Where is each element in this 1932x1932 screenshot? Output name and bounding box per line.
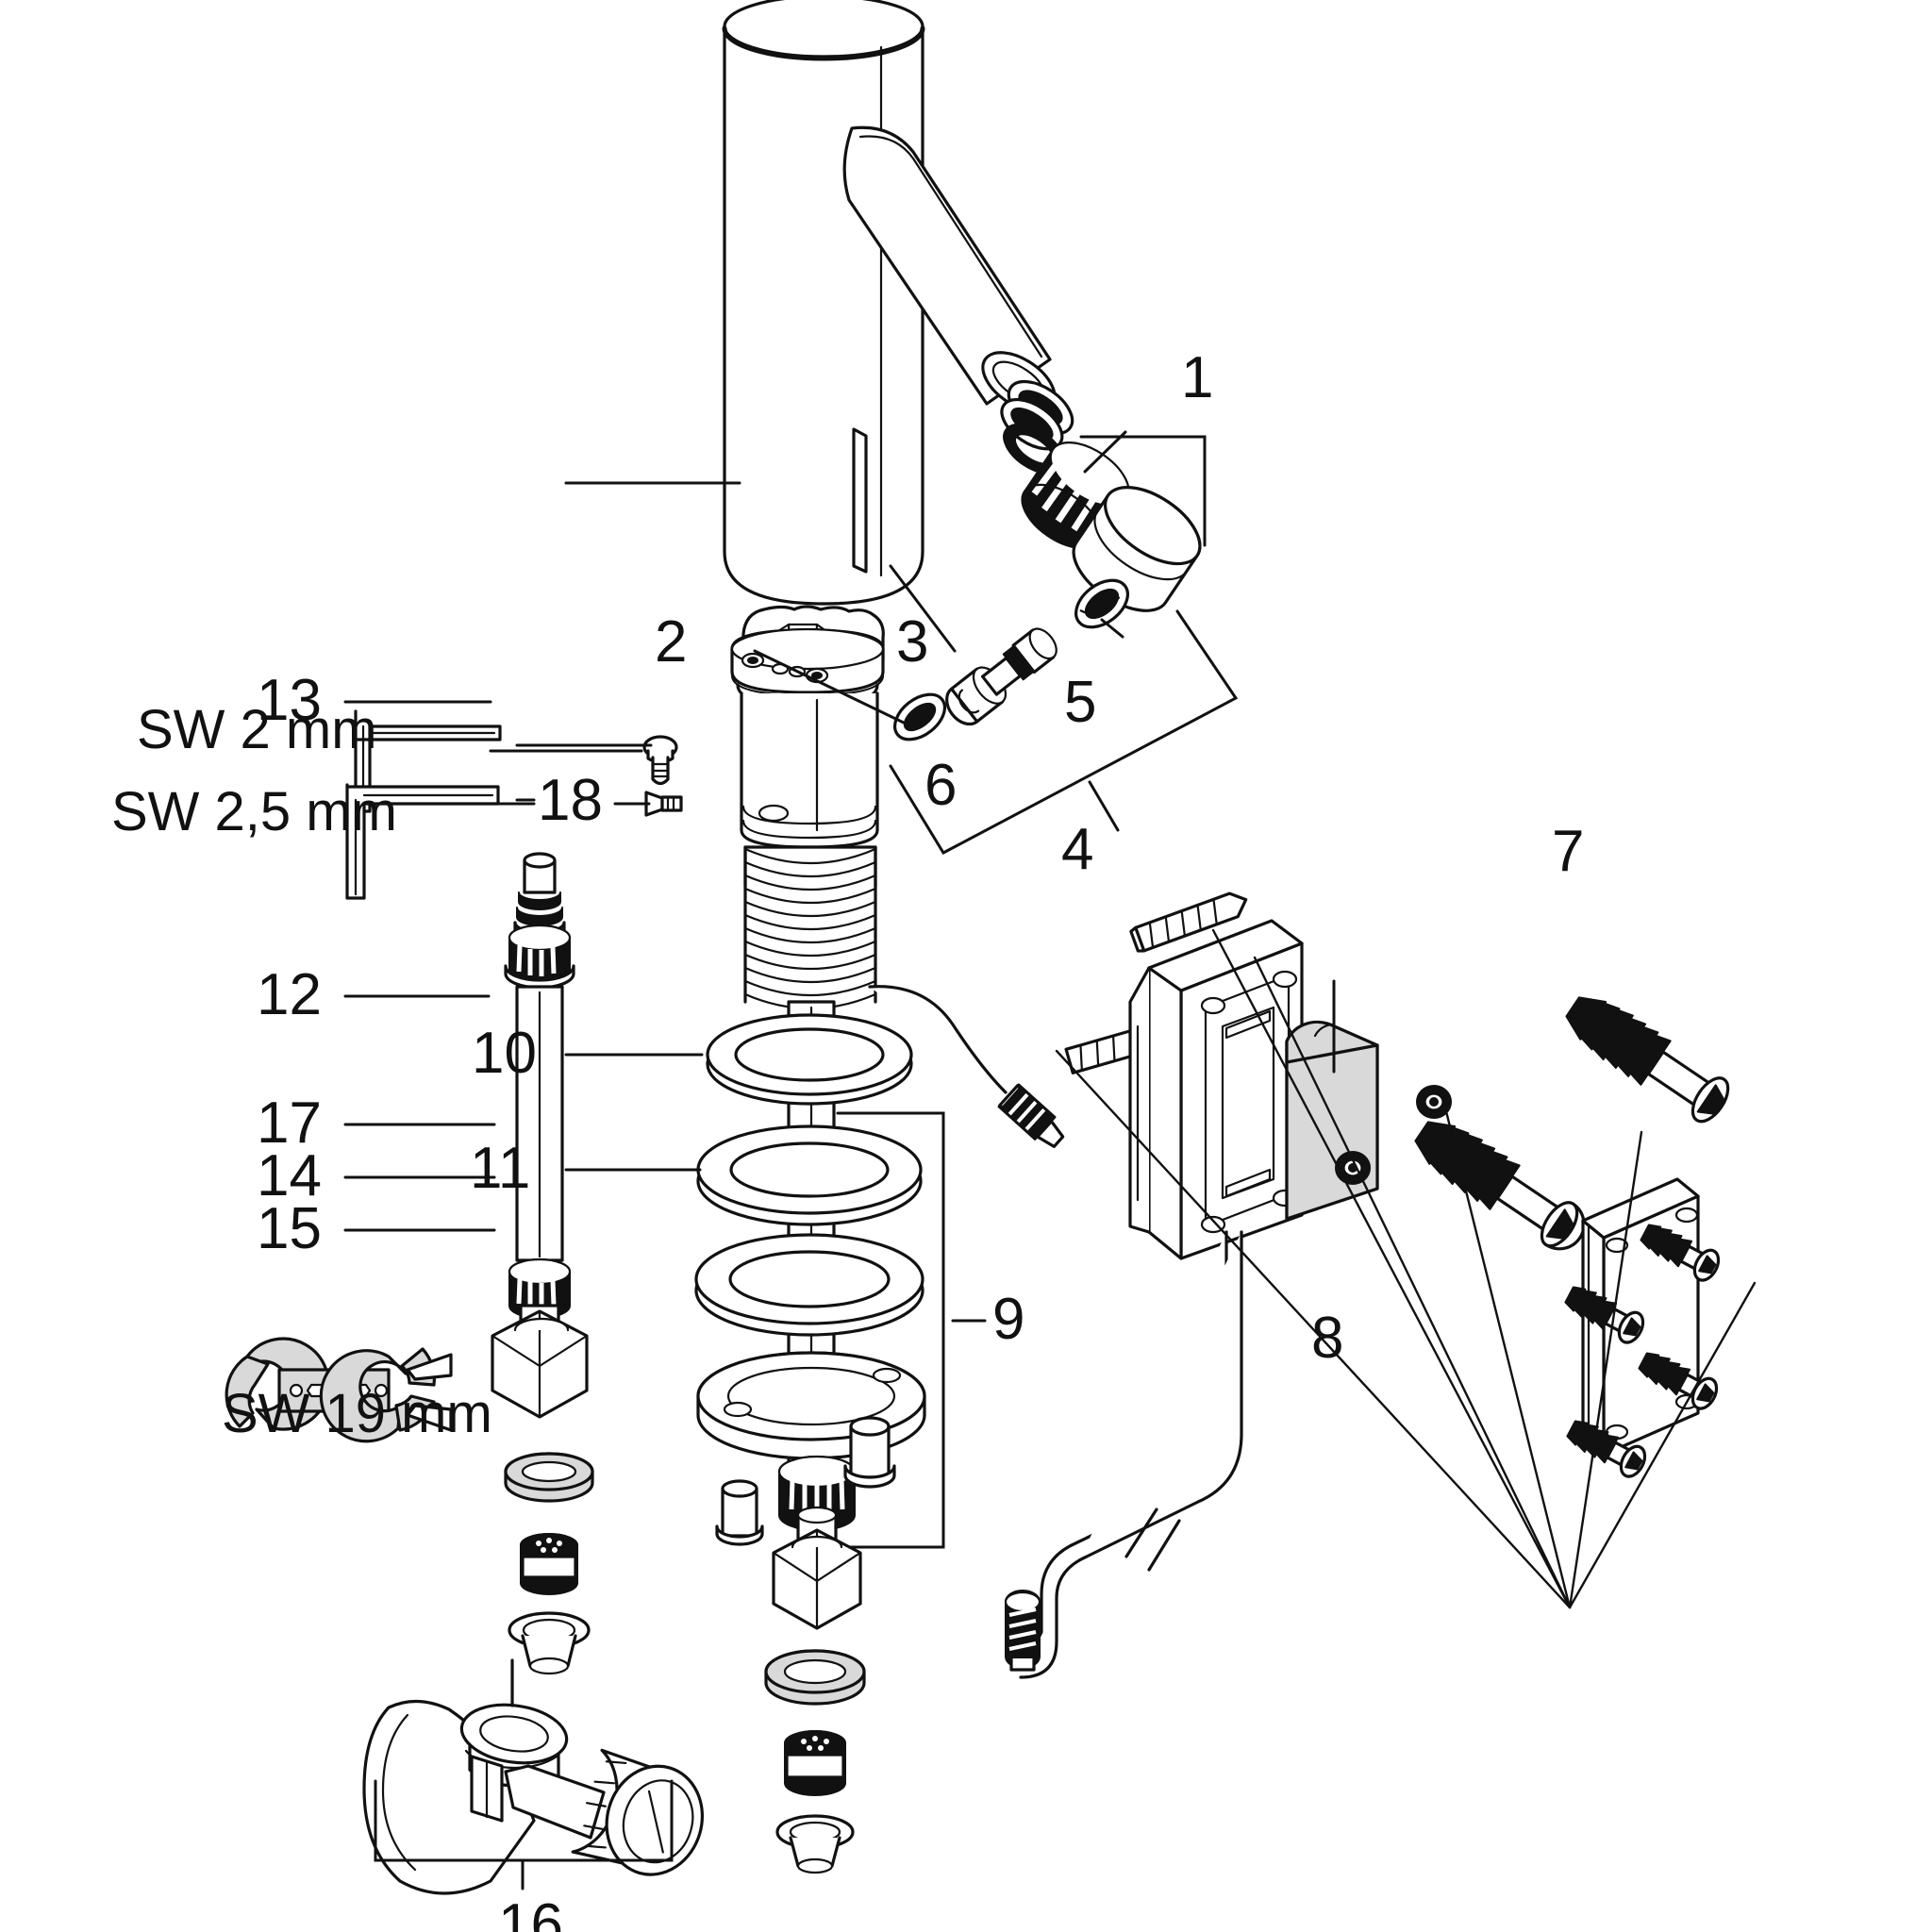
filter-strainer-lower [784,1730,846,1796]
anchor-screw-2 [1565,996,1730,1124]
cable-connector [1004,1590,1041,1669]
callout-15: 15 [257,1196,322,1261]
sealing-ring-third [694,1233,924,1337]
power-supply-group [1004,891,1757,1679]
sealing-ring-11 [696,1124,923,1226]
callout-8: 8 [1311,1306,1344,1371]
tool-label-sw25: SW 2,5 mm [111,781,397,842]
filter-strainer-14 [520,1533,578,1595]
plate-screw-2 [1564,1286,1645,1344]
tool-label-sw2: SW 2 mm [137,699,377,760]
flat-gasket-lower [764,1649,866,1706]
callout-3: 3 [896,609,929,675]
plate-screw-4 [1566,1420,1647,1478]
plate-screw-3 [1638,1352,1719,1410]
callout-13: 13 [257,668,322,733]
lower-center-fittings [715,1416,896,1874]
callout-12: 12 [257,962,322,1027]
callout-14: 14 [257,1143,322,1208]
callout-11: 11 [470,1136,531,1201]
anchor-screw-1 [1414,1121,1586,1251]
mounting-hardware-group [564,1013,987,1549]
plate-screw-1 [1640,1224,1721,1282]
hex-nut-lower [772,1528,862,1630]
check-valve-group [753,564,1239,855]
callout-10: 10 [472,1021,537,1086]
callout-7: 7 [1552,819,1585,884]
sensor-cable-group [868,985,1065,1148]
tool-label-sw19: SW 19 mm [222,1383,492,1444]
side-pin [715,1479,764,1546]
callout-17: 17 [257,1091,322,1156]
angle-valve-group [362,1658,705,1895]
small-parts-left-group [343,1123,594,1675]
aerator-assembly-group [1000,379,1207,612]
knurled-coupler [777,1455,857,1531]
side-sleeve [843,1416,896,1489]
callout-18: 18 [538,768,603,833]
hose-lower-ferrule [508,1257,572,1319]
wall-plug-1 [1129,891,1248,953]
callout-6: 6 [924,753,958,818]
allen-key-sw25-group [345,783,536,900]
flexible-hose-group [343,700,589,1419]
callout-2: 2 [655,609,688,675]
hose-hex-nut [491,1309,589,1419]
seal-insert-lower [775,1814,855,1874]
callout-1: 1 [1181,345,1214,410]
callout-7-leaders [1028,906,1830,1641]
callout-9: 9 [992,1287,1025,1352]
seal-insert-15 [508,1611,591,1675]
flat-gasket-17 [504,1452,594,1503]
base-flange [696,1351,926,1460]
callout-16: 16 [498,1892,563,1932]
callout-5: 5 [1064,670,1097,735]
hose-upper-ferrule [504,924,575,990]
open-end-wrench-group [225,1337,453,1443]
sealing-ring-10 [706,1013,913,1106]
callout-4: 4 [1061,817,1094,882]
grub-screws-group [489,735,683,817]
faucet-body-group [722,0,1057,606]
